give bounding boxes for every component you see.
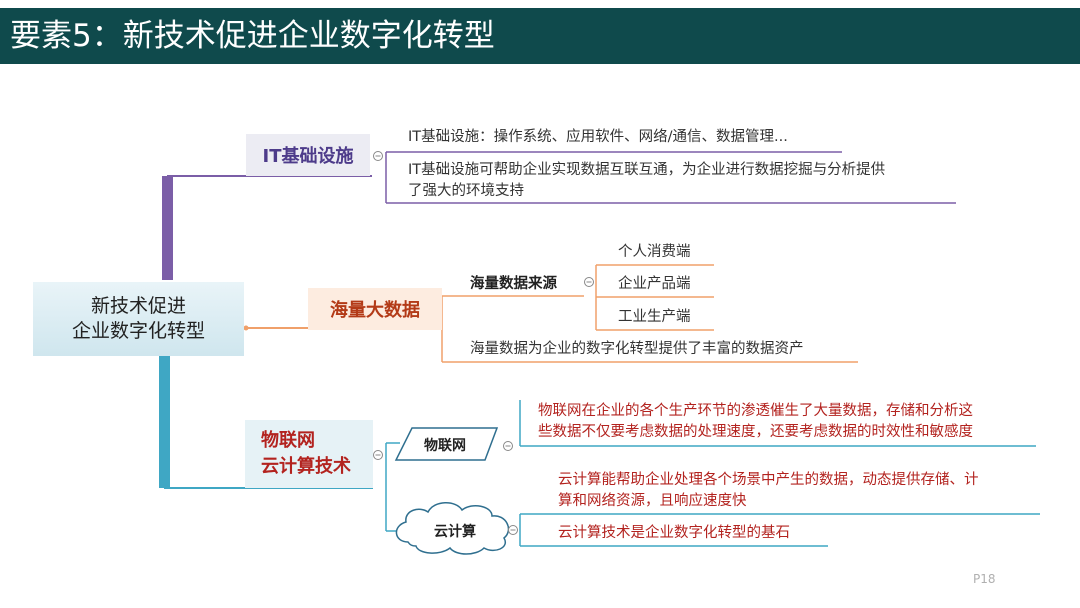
iot-collapse-icon[interactable] [503, 441, 513, 451]
cloud-text-line-3: 云计算技术是企业数字化转型的基石 [558, 525, 790, 541]
big-data-node[interactable]: 海量大数据 [308, 288, 442, 330]
source-enterprise: 企业产品端 [618, 276, 691, 292]
big-data-summary: 海量数据为企业的数字化转型提供了丰富的数据资产 [470, 341, 804, 357]
iot-cloud-label-line-2: 云计算技术 [261, 456, 351, 477]
source-consumer: 个人消费端 [618, 244, 691, 260]
it-collapse-icon[interactable] [373, 151, 383, 161]
it-item-2-line-2: 了强大的环境支持 [408, 183, 524, 199]
it-trunk [162, 176, 173, 280]
tech-trunk [159, 356, 170, 488]
it-infrastructure-node[interactable]: IT基础设施 [246, 134, 370, 176]
iot-node[interactable]: 物联网 [424, 438, 466, 454]
big-data-label: 海量大数据 [330, 300, 420, 321]
cloud-shape [395, 502, 510, 555]
page-title: 要素5：新技术促进企业数字化转型 [10, 18, 495, 54]
tech-collapse-icon[interactable] [373, 450, 383, 460]
it-item-2-line-1: IT基础设施可帮助企业实现数据互联互通，为企业进行数据挖掘与分析提供 [408, 162, 886, 178]
cloud-text-line-2: 算和网络资源，且响应速度快 [558, 493, 747, 509]
cloud-text-line-1: 云计算能帮助企业处理各个场景中产生的数据，动态提供存储、计 [558, 472, 979, 488]
iot-cloud-node[interactable]: 物联网 云计算技术 [245, 420, 373, 488]
root-node[interactable]: 新技术促进 企业数字化转型 [33, 282, 244, 356]
source-collapse-icon[interactable] [584, 277, 594, 287]
it-infrastructure-label: IT基础设施 [262, 146, 354, 167]
title-bar: 要素5：新技术促进企业数字化转型 [0, 8, 1080, 64]
root-line-1: 新技术促进 [90, 295, 186, 317]
cloud-collapse-icon[interactable] [508, 525, 518, 535]
cloud-node[interactable]: 云计算 [434, 524, 476, 540]
root-line-2: 企业数字化转型 [71, 320, 205, 342]
iot-cloud-label-line-1: 物联网 [261, 430, 315, 451]
iot-parallelogram [394, 427, 499, 461]
it-item-1: IT基础设施：操作系统、应用软件、网络/通信、数据管理... [408, 129, 788, 145]
iot-text-line-1: 物联网在企业的各个生产环节的渗透催生了大量数据，存储和分析这 [538, 403, 973, 419]
iot-text-line-2: 些数据不仅要考虑数据的处理速度，还要考虑数据的时效性和敏感度 [538, 424, 973, 440]
data-source-node[interactable]: 海量数据来源 [470, 276, 557, 292]
source-industrial: 工业生产端 [618, 309, 691, 325]
page-number: P18 [973, 572, 996, 586]
bigdata-dot [243, 325, 249, 331]
